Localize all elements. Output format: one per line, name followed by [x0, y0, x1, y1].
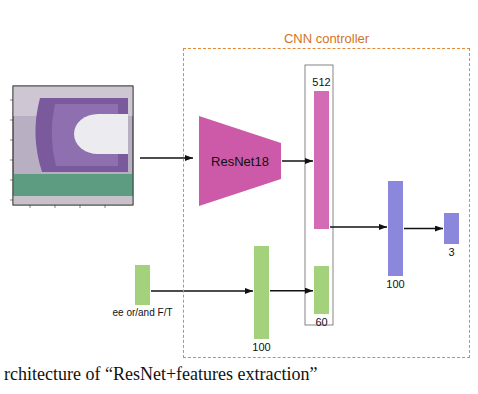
resnet-block: ResNet18 — [199, 116, 281, 206]
size-label: 60 — [315, 316, 327, 328]
feature-vector: 60 — [314, 266, 329, 314]
feature-vector: 512 — [314, 91, 329, 229]
frame-title: CNN controller — [284, 31, 369, 46]
dense-layer: 100 — [388, 181, 403, 276]
input-vector: ee or/and F/T — [135, 265, 150, 305]
connector-arrow — [151, 290, 253, 292]
dense-layer: 100 — [254, 246, 269, 339]
size-label: 100 — [252, 341, 270, 353]
size-label: 512 — [312, 76, 330, 88]
input-image — [10, 86, 133, 208]
block-label: ResNet18 — [211, 154, 269, 169]
size-label: 3 — [448, 246, 454, 258]
size-label: 100 — [386, 278, 404, 290]
connector-arrow — [330, 226, 387, 228]
controller-frame: CNN controllerResNet18512601001003 — [183, 48, 470, 358]
size-label: ee or/and F/T — [112, 307, 172, 318]
output-layer: 3 — [444, 213, 459, 244]
figure-caption: rchitecture of “ResNet+features extracti… — [4, 364, 318, 385]
image-arrow — [140, 157, 193, 159]
connector-arrow — [404, 228, 443, 230]
concat-column — [305, 65, 333, 325]
connector-arrow — [282, 160, 313, 162]
connector-arrow — [270, 290, 313, 292]
